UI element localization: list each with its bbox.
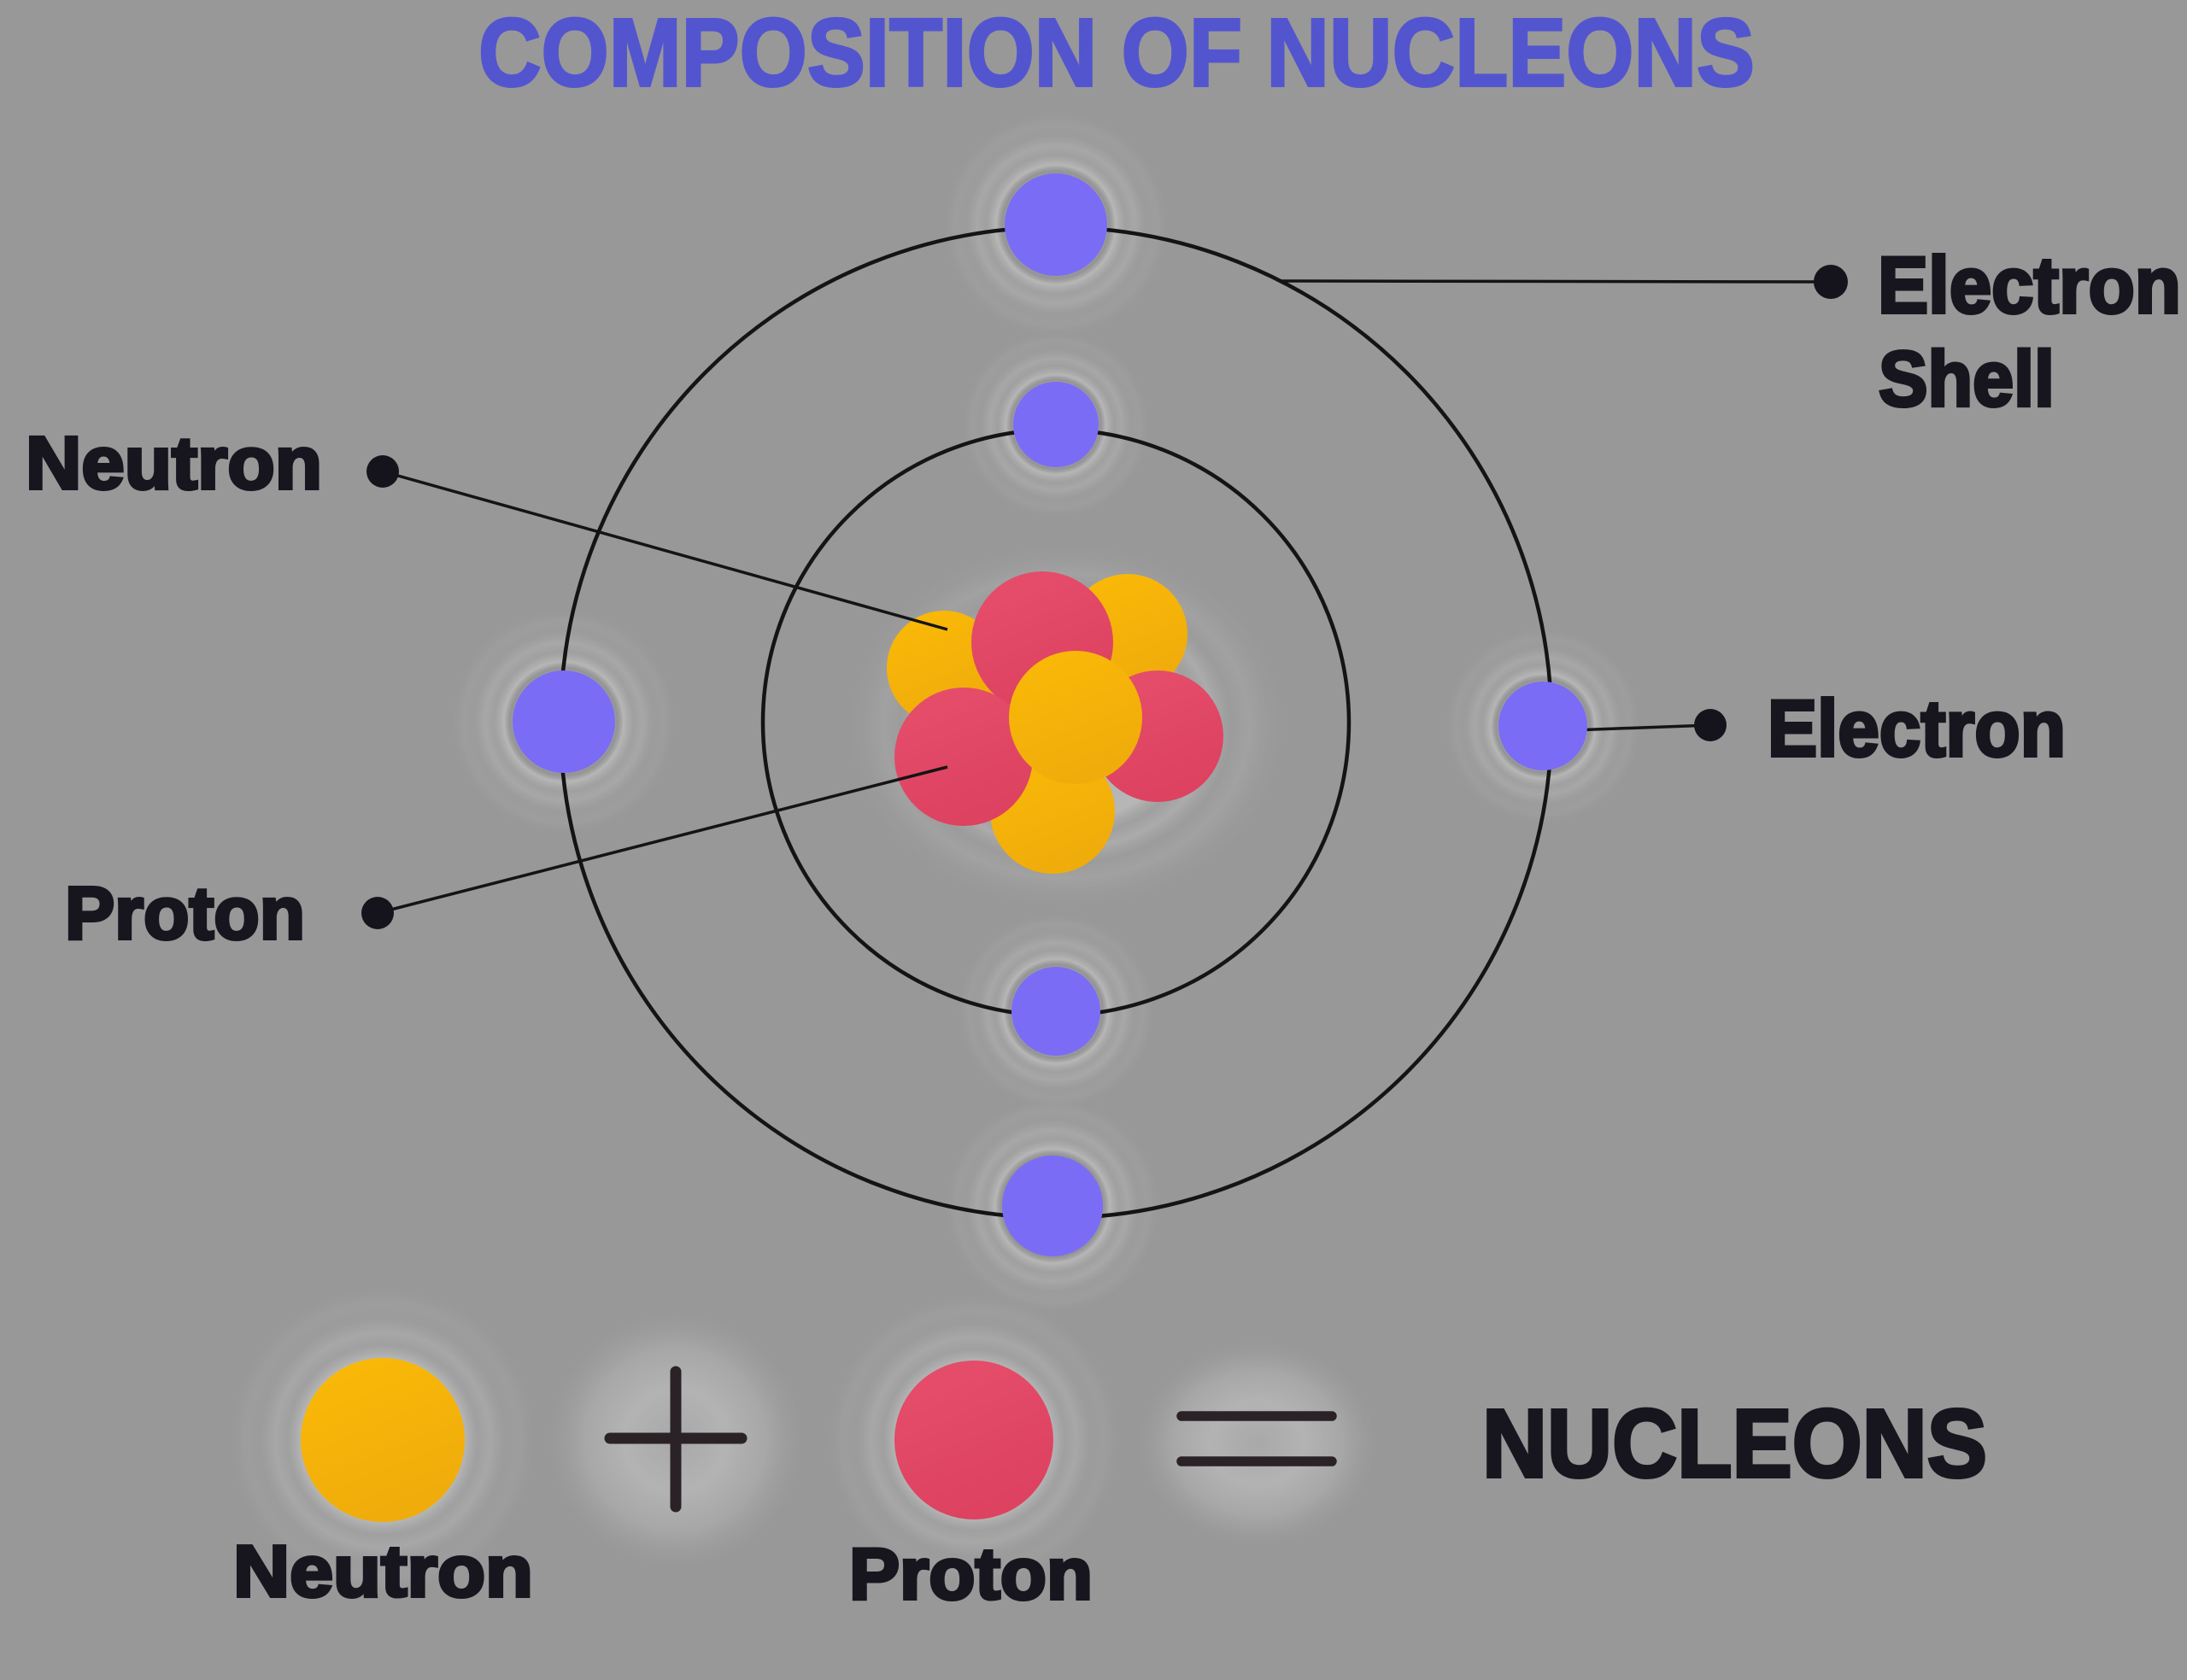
svg-text:COMPOSITION OF NUCLEONS: COMPOSITION OF NUCLEONS	[478, 0, 1755, 107]
svg-text:Neutron: Neutron	[26, 422, 322, 505]
svg-text:Shell: Shell	[1879, 336, 2055, 423]
svg-text:Electron: Electron	[1878, 240, 2181, 330]
svg-text:Electron: Electron	[1768, 683, 2066, 773]
svg-text:NUCLEONS: NUCLEONS	[1482, 1390, 1987, 1497]
svg-text:Neutron: Neutron	[233, 1531, 533, 1613]
svg-text:Proton: Proton	[65, 872, 305, 955]
svg-text:Proton: Proton	[849, 1534, 1093, 1615]
